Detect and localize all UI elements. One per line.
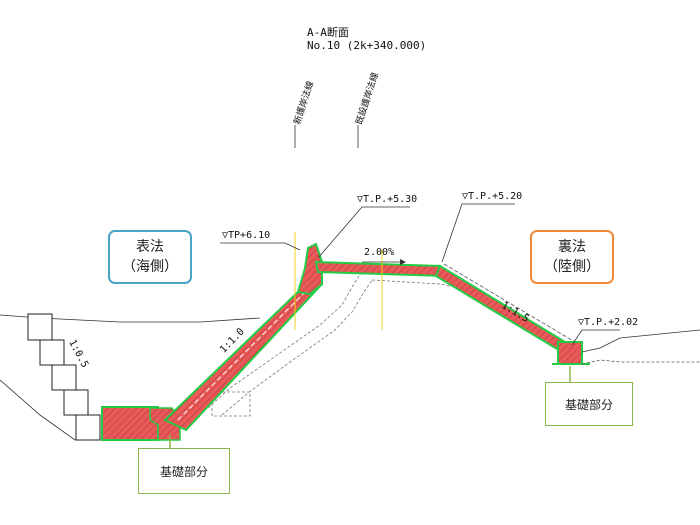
foundation-block-left: [101, 406, 159, 441]
tp610-leader: [220, 242, 301, 251]
crown-gradient-label: 2.00%: [364, 247, 395, 258]
tp520-leader: [441, 203, 515, 263]
elevation-tp530: ▽T.P.+5.30: [357, 194, 418, 205]
stepped-blocks: [27, 313, 101, 441]
existing-footing: [211, 391, 251, 417]
parapet-wall: [296, 242, 323, 296]
existing-revetment-outline: [207, 271, 363, 409]
drawing-station: No.10 (2k+340.000): [307, 39, 427, 52]
elevation-tp202: ▽T.P.+2.02: [578, 317, 639, 328]
elevation-tp610: ▽TP+6.10: [222, 230, 271, 241]
ground-line-right-low: [581, 359, 700, 365]
existing-revetment-inner: [221, 279, 373, 416]
back-slope-subtitle: （陸側）: [544, 259, 600, 275]
foundation-callout-right: 基礎部分: [545, 382, 633, 426]
front-slope-subtitle: （海側）: [122, 259, 178, 275]
tp530-leader: [317, 206, 410, 259]
crown-section: [314, 260, 446, 278]
tp202-leader: [571, 329, 620, 346]
front-slope: [163, 272, 324, 432]
elevation-tp520: ▽T.P.+5.20: [462, 191, 523, 202]
back-slope-title: 裏法: [558, 239, 586, 255]
front-slope-title: 表法: [136, 239, 164, 255]
back-slope-callout: 裏法 （陸側）: [530, 230, 614, 284]
drawing-title: A-A断面: [307, 26, 349, 39]
back-slope-dashed: [443, 263, 576, 343]
foundation-block-right: [557, 341, 583, 365]
front-slope-centerline: [177, 291, 306, 421]
front-slope-callout: 表法 （海側）: [108, 230, 192, 284]
ground-line-right: [581, 329, 700, 353]
ground-line-left: [0, 314, 261, 323]
foundation-callout-left: 基礎部分: [138, 448, 230, 494]
crown-arrow-head: [400, 259, 406, 265]
